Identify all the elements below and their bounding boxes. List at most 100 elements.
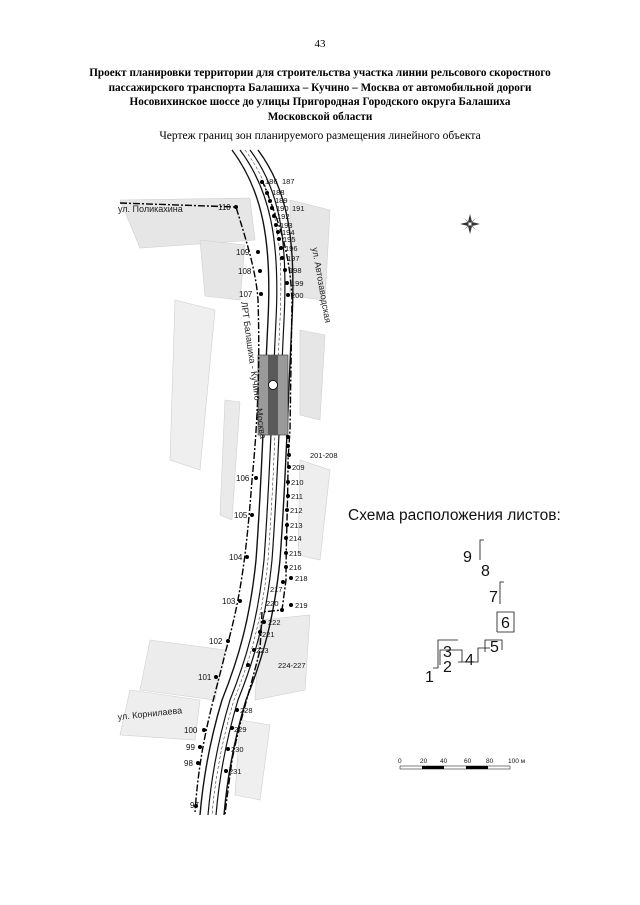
svg-text:99: 99 [186,743,195,752]
point-191: 191 [292,204,305,213]
svg-text:100: 100 [184,726,198,735]
svg-text:192: 192 [277,212,290,221]
point-102: 102 [209,637,230,646]
svg-text:201-208: 201-208 [310,451,338,460]
title-line-1: Проект планировки территории для строите… [89,67,551,79]
title-line-3: Носовихинское шоссе до улицы Пригородная… [129,96,511,109]
svg-text:210: 210 [291,478,304,487]
svg-text:224-227: 224-227 [278,661,306,670]
svg-text:221: 221 [262,630,275,639]
right-boundary [224,179,293,816]
svg-text:189: 189 [275,196,288,205]
document-title: Проект планировки территории для строите… [60,66,580,124]
svg-text:229: 229 [234,725,247,734]
svg-text:209: 209 [292,463,305,472]
point-105: 105 [234,511,254,520]
svg-text:20: 20 [420,758,428,765]
point-212: 212 [285,506,303,515]
svg-text:223: 223 [256,646,269,655]
sheet-6: 6 [501,615,510,632]
svg-text:213: 213 [290,521,303,530]
point-106: 106 [236,474,258,483]
point-223: 223 [252,646,269,655]
sheet-8: 8 [481,563,490,580]
svg-text:97: 97 [190,801,199,810]
point-228: 228 [235,706,253,715]
sheet-4: 4 [465,652,474,669]
drawing-subtitle: Чертеж границ зон планируемого размещени… [159,130,481,142]
point-201-208: 201-208 [286,435,338,460]
point-188: 188 [265,188,285,197]
svg-text:195: 195 [283,235,296,244]
sheet-3: 3 [443,644,452,661]
svg-text:222: 222 [268,618,281,627]
compass-rose-icon [460,214,480,234]
sheet-7: 7 [489,589,498,606]
svg-text:199: 199 [291,279,304,288]
svg-text:198: 198 [289,266,302,275]
svg-text:60: 60 [464,758,472,765]
sheet-9: 9 [463,549,472,566]
svg-text:104: 104 [229,553,243,562]
point-109: 109 [236,248,260,257]
point-110: 110 [218,203,238,212]
title-line-2: пассажирского транспорта Балашиха – Кучи… [108,81,532,94]
svg-text:218: 218 [295,574,308,583]
svg-text:230: 230 [231,745,244,754]
svg-text:231: 231 [229,767,242,776]
point-200: 200 [286,291,304,300]
point-97: 97 [190,801,199,810]
svg-text:193: 193 [280,221,293,230]
point-211: 211 [286,492,303,501]
point-196: 196 [279,244,298,253]
point-222: 222 [262,618,281,627]
title-line-4: Московской области [267,110,373,123]
point-198: 198 [283,266,302,275]
sheet-scheme-title: Схема расположения листов: [348,507,561,524]
svg-text:196: 196 [285,244,298,253]
point-224-227: 224-227 [246,661,306,670]
svg-text:107: 107 [239,290,253,299]
point-195: 195 [277,235,296,244]
svg-text:191: 191 [292,204,305,213]
point-108: 108 [238,267,262,276]
svg-text:212: 212 [290,506,303,515]
svg-text:100 м: 100 м [508,758,526,765]
point-189: 189 [268,196,288,205]
page-number: 43 [314,38,326,50]
point-220: 220 [266,599,284,612]
point-221: 221 [258,630,275,639]
svg-text:109: 109 [236,248,250,257]
point-107: 107 [239,290,263,299]
point-210: 210 [286,478,304,487]
point-229: 229 [230,725,247,734]
svg-text:220: 220 [266,599,279,608]
sheet-layout-scheme: 1 2 3 4 5 6 7 8 9 [425,539,515,686]
scale-bar: 0 20 40 60 80 100 м [398,758,526,770]
street-polikakhina: ул. Поликахина [118,204,183,214]
sheet-1: 1 [425,669,434,686]
point-219: 219 [289,601,308,610]
svg-text:108: 108 [238,267,252,276]
point-218: 218 [289,574,308,583]
point-217: 217 [270,580,285,594]
point-209: 209 [287,463,305,472]
svg-text:216: 216 [289,563,302,572]
point-199: 199 [285,279,304,288]
point-100: 100 [184,726,206,735]
point-190: 190 [270,204,289,213]
point-230: 230 [226,745,244,754]
svg-text:200: 200 [291,291,304,300]
point-99: 99 [186,743,202,752]
svg-text:110: 110 [218,203,231,212]
svg-text:186: 186 [265,177,278,186]
svg-text:80: 80 [486,758,494,765]
point-193: 193 [274,221,293,230]
svg-text:101: 101 [198,673,212,682]
point-192: 192 [272,212,290,221]
point-215: 215 [284,549,302,558]
svg-text:40: 40 [440,758,448,765]
left-boundary-points: 110 109 108 107 106 105 104 103 102 101 … [184,203,263,810]
point-194: 194 [276,228,295,237]
